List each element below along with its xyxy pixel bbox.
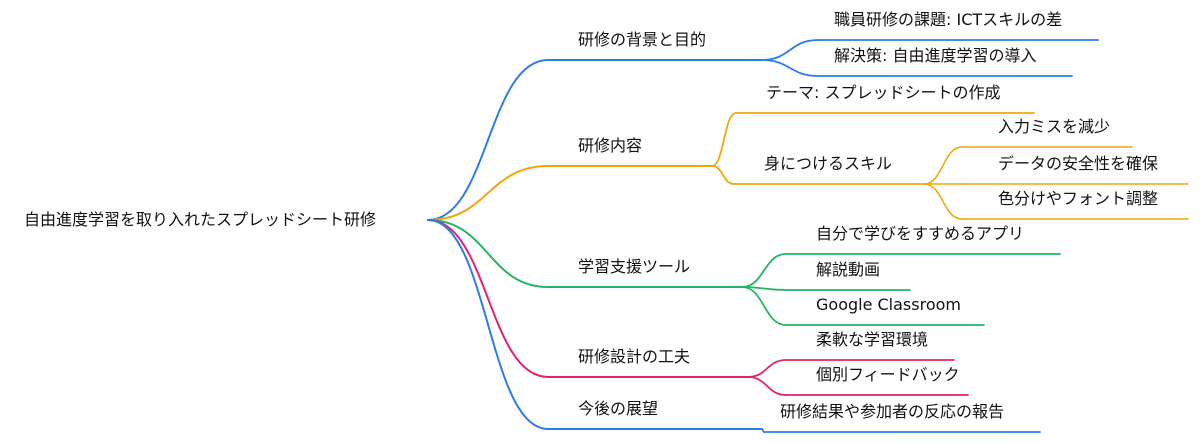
subtopic: 解決策: 自由進度学習の導入 xyxy=(834,46,1037,65)
branch-topic: 研修の背景と目的 xyxy=(578,30,707,49)
branch-connector xyxy=(427,219,549,430)
subtopic-connector xyxy=(711,165,735,185)
subtopic: 自分で学びをすすめるアプリ xyxy=(816,224,1025,243)
branch-connector xyxy=(427,219,549,378)
leaf-connector xyxy=(923,146,963,185)
leaf-topic: データの安全性を確保 xyxy=(998,154,1159,173)
leaf-connector xyxy=(923,183,963,220)
subtopic: 身につけるスキル xyxy=(764,154,893,173)
leaf-topic: 色分けやフォント調整 xyxy=(998,189,1159,208)
subtopic-connector xyxy=(761,39,819,61)
branch-topic: 学習支援ツール xyxy=(578,257,691,276)
subtopic: 職員研修の課題: ICTスキルの差 xyxy=(834,10,1063,29)
subtopic: Google Classroom xyxy=(816,295,961,314)
subtopic: テーマ: スプレッドシートの作成 xyxy=(766,83,1001,102)
subtopic: 解説動画 xyxy=(816,260,881,279)
subtopic-connector xyxy=(747,359,787,378)
subtopic: 柔軟な学習環境 xyxy=(816,330,929,349)
branch-connector xyxy=(427,165,549,221)
branch-topic: 今後の展望 xyxy=(578,399,659,418)
subtopic: 個別フィードバック xyxy=(816,365,960,384)
subtopic-connector xyxy=(741,286,787,326)
root-topic: 自由進度学習を取り入れたスプレッドシート研修 xyxy=(24,210,377,229)
branch-topic: 研修内容 xyxy=(578,136,643,155)
leaf-topic: 入力ミスを減少 xyxy=(998,117,1111,136)
branch-connector xyxy=(427,219,549,288)
branch-topic: 研修設計の工夫 xyxy=(578,347,691,366)
subtopic: 研修結果や参加者の反応の報告 xyxy=(780,402,1005,421)
subtopic-connector xyxy=(741,253,787,288)
subtopic-connector xyxy=(711,112,737,167)
subtopic-connector xyxy=(761,59,819,77)
subtopic-connector xyxy=(747,376,787,396)
branch-connector xyxy=(427,59,549,221)
